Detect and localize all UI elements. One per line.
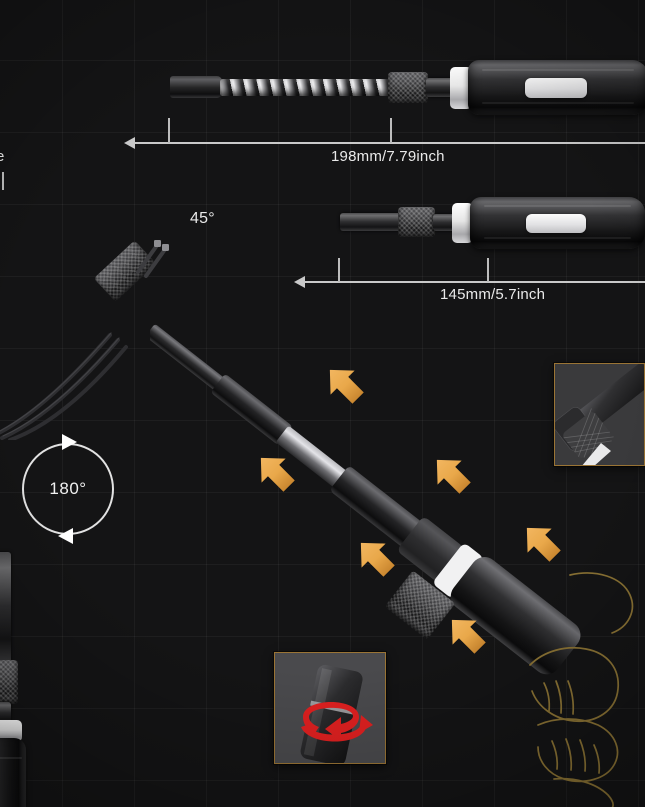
standard-chuck-knurl xyxy=(398,207,435,237)
inset-collar-image xyxy=(555,364,644,465)
dimension-label-extended: 198mm/7.79inch xyxy=(331,148,445,165)
inset-bit-rotation xyxy=(274,652,386,764)
handle-inlay-panel xyxy=(525,78,587,98)
dimension-tick-end xyxy=(487,258,489,282)
flex-bit-tips xyxy=(136,240,169,278)
rotation-badge-180: 180° xyxy=(22,434,114,544)
triangle-right-icon xyxy=(62,434,77,450)
dimension-tick-start xyxy=(338,258,340,282)
partial-knurl-collar xyxy=(0,660,18,704)
rotation-label: 180° xyxy=(49,479,87,498)
inset-rotation-image xyxy=(275,653,385,763)
partial-shank xyxy=(0,552,11,664)
chuck-knurl-collar xyxy=(388,72,428,103)
flex-tip-cap xyxy=(170,76,222,98)
dimension-tick-start xyxy=(168,118,170,143)
tool-partial-left xyxy=(0,552,42,807)
clipped-dimension-label: e xyxy=(0,148,5,165)
dimension-tick-end xyxy=(390,118,392,143)
dimension-line xyxy=(296,281,645,283)
standard-handle-inlay xyxy=(526,214,586,233)
angle-label-45: 45° xyxy=(190,210,215,227)
dimension-arrow-left-icon xyxy=(124,137,135,149)
tool-flex-extension xyxy=(170,58,645,116)
tool-standard xyxy=(340,195,645,250)
triangle-left-icon xyxy=(58,528,73,544)
inset-collar-detail xyxy=(554,363,645,466)
dimension-line xyxy=(126,142,645,144)
clipped-dimension-tick xyxy=(2,172,4,190)
partial-handle xyxy=(0,738,26,807)
standard-shank xyxy=(340,213,402,231)
flexible-spiral-shaft xyxy=(220,79,390,96)
dimension-arrow-left-icon xyxy=(294,276,305,288)
